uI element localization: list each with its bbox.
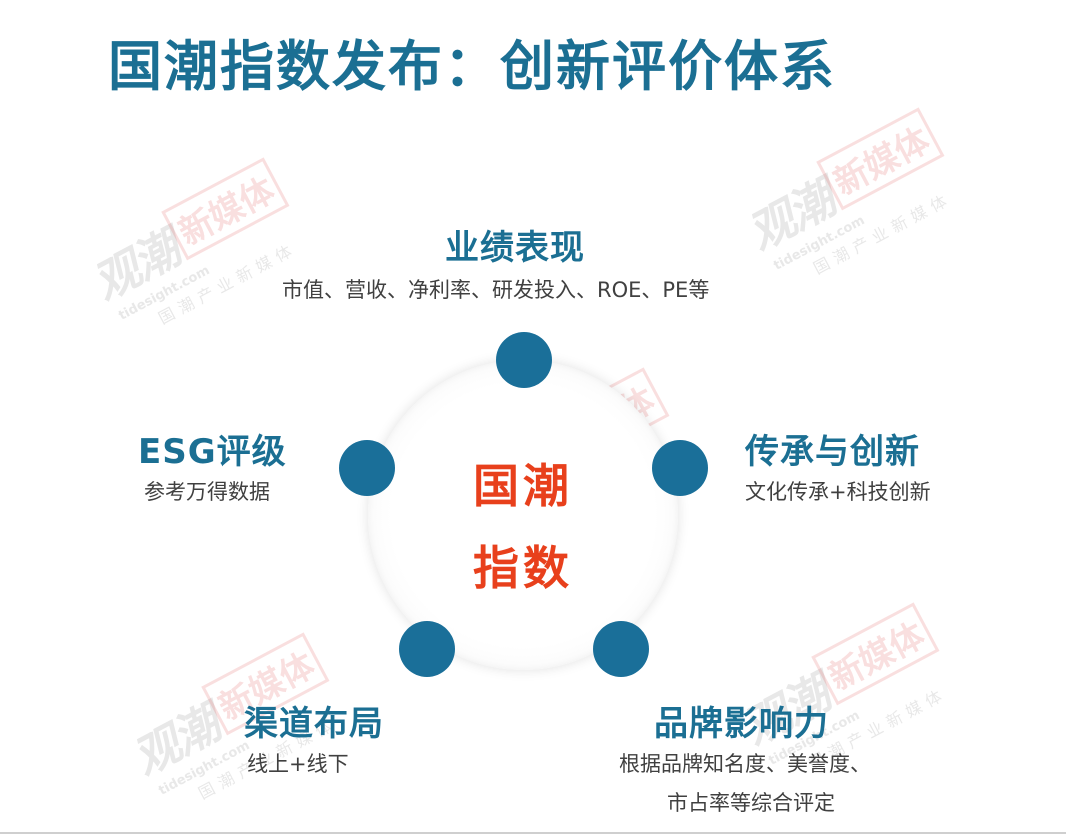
- node-bottom-left: [399, 621, 455, 677]
- bottom-divider: [0, 832, 1066, 834]
- block-title-channel: 渠道布局: [244, 704, 384, 744]
- center-label-line1: 国潮: [473, 459, 573, 513]
- block-desc-brand-influence-line1: 根据品牌知名度、美誉度、: [619, 752, 871, 776]
- watermark-logo: 观潮新媒体 tidesight.com 国潮产业新媒体: [735, 107, 968, 297]
- block-title-performance: 业绩表现: [445, 228, 585, 268]
- node-top: [496, 332, 552, 388]
- block-desc-esg: 参考万得数据: [144, 480, 270, 504]
- block-title-brand-influence: 品牌影响力: [654, 704, 829, 744]
- page-title: 国潮指数发布：创新评价体系: [108, 35, 836, 98]
- block-desc-brand-influence-line2: 市占率等综合评定: [667, 791, 835, 815]
- node-left: [339, 440, 395, 496]
- block-desc-performance: 市值、营收、净利率、研发投入、ROE、PE等: [282, 278, 710, 302]
- center-circle: [368, 360, 678, 670]
- block-desc-heritage-innovation: 文化传承+科技创新: [745, 480, 931, 504]
- block-title-esg: ESG评级: [138, 432, 287, 472]
- center-label-line2: 指数: [473, 541, 573, 595]
- block-title-heritage-innovation: 传承与创新: [745, 432, 920, 472]
- block-desc-channel: 线上+线下: [247, 752, 349, 776]
- node-bottom-right: [593, 621, 649, 677]
- node-right: [652, 440, 708, 496]
- watermark-logo: 观潮新媒体 tidesight.com 国潮产业新媒体: [80, 157, 313, 347]
